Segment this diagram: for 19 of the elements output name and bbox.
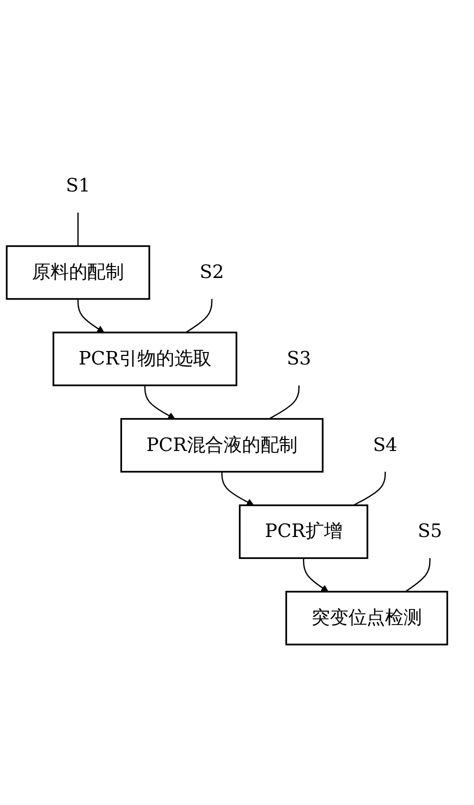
connector bbox=[353, 472, 386, 506]
connector bbox=[268, 386, 300, 420]
connector bbox=[186, 299, 212, 334]
node-text: S5 bbox=[418, 522, 442, 543]
node-box: PCR扩增 bbox=[238, 504, 368, 560]
node-box: PCR引物的选取 bbox=[52, 332, 238, 387]
arrow bbox=[302, 558, 328, 592]
arrow bbox=[144, 386, 176, 420]
connector bbox=[77, 212, 79, 246]
arrow bbox=[77, 299, 104, 334]
node-text: S2 bbox=[200, 262, 224, 284]
arrow bbox=[221, 472, 254, 506]
node-box: PCR混合液的配制 bbox=[120, 418, 324, 473]
node-text: S3 bbox=[286, 348, 312, 370]
node-text: S4 bbox=[373, 435, 398, 456]
connector bbox=[405, 558, 431, 593]
node-box: 原料的配制 bbox=[6, 246, 150, 300]
node-text: S1 bbox=[66, 176, 90, 197]
node-box: 突变位点检测 bbox=[285, 591, 448, 646]
